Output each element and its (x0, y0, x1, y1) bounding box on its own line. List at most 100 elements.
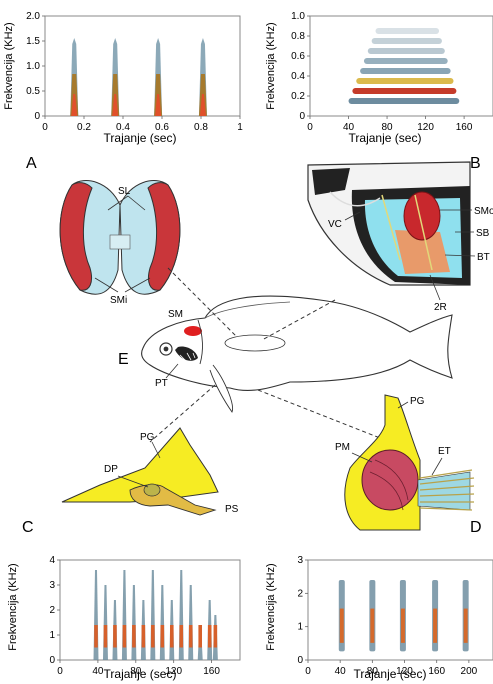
bl-pulse (188, 585, 193, 660)
tr-xlabel: Trajanje (sec) (349, 131, 422, 145)
tr-harmonic-band (356, 78, 453, 84)
panel-letter-c: C (22, 519, 34, 536)
tr-harmonic-band (368, 48, 445, 54)
br-ytick-label: 2 (297, 588, 303, 599)
br-yticks: 0 1 2 3 (297, 555, 308, 666)
bl-ytick-label: 2 (49, 605, 55, 616)
bl-ytick-label: 1 (49, 630, 55, 641)
label-pt: PT (155, 378, 168, 389)
tr-ytick-label: 0.4 (291, 71, 305, 82)
tl-ytick-label: 1.5 (26, 36, 40, 47)
tr-harmonic-band (349, 98, 460, 104)
tr-ylabel: Frekvencija (KHz) (265, 22, 277, 109)
br-ytick-label: 0 (297, 655, 303, 666)
tr-ytick-label: 0.2 (291, 91, 305, 102)
bl-pulse-core (189, 625, 193, 648)
bl-pulse-core (113, 625, 117, 648)
tl-pulses (70, 38, 207, 116)
bl-ytick-label: 4 (49, 555, 55, 566)
tr-xtick-label: 160 (456, 122, 473, 133)
label-bt: BT (477, 252, 490, 263)
bl-xtick-label: 0 (57, 666, 63, 677)
label-smo: SMo (474, 206, 493, 217)
tr-harmonic-band (360, 68, 451, 74)
tr-xtick-label: 0 (307, 122, 313, 133)
br-pulse-core (464, 609, 468, 643)
label-dp: DP (104, 464, 118, 475)
tr-harmonic-band (375, 28, 439, 34)
bl-yticks: 0 1 2 3 4 (49, 555, 60, 666)
label-ps: PS (225, 504, 239, 515)
tr-harmonics (349, 28, 460, 104)
bl-pulses (94, 570, 218, 660)
label-pm: PM (335, 442, 350, 453)
panel-letter-b: B (470, 155, 481, 172)
panel-letter-a: A (26, 155, 37, 172)
bl-pulse-core (94, 625, 98, 648)
tl-ytick-label: 0.5 (26, 86, 40, 97)
bl-axes (60, 560, 240, 660)
br-pulse-core (433, 609, 437, 643)
label-sb: SB (476, 228, 490, 239)
bl-xtick-label: 160 (203, 666, 220, 677)
br-xtick-label: 160 (428, 666, 445, 677)
bl-pulse-core (123, 625, 127, 648)
bl-pulse-core (198, 625, 202, 648)
tr-ytick-label: 0.8 (291, 31, 305, 42)
tl-ylabel: Frekvencija (KHz) (3, 22, 15, 109)
swim-bladder-illustration (60, 181, 180, 295)
label-pg-d: PG (410, 396, 425, 407)
label-sm: SM (168, 309, 183, 320)
bl-pulse-core (151, 625, 155, 648)
tr-harmonic-band (364, 58, 448, 64)
br-ytick-label: 3 (297, 555, 303, 566)
bl-pulse (131, 585, 136, 660)
tr-yticks: 0 0.2 0.4 0.6 0.8 1.0 (291, 11, 310, 122)
bl-pulse-core (132, 625, 136, 648)
tl-ytick-label: 2.0 (26, 11, 40, 22)
bl-xtick-label: 40 (92, 666, 104, 677)
tl-xtick-label: 0.8 (194, 122, 208, 133)
bl-pulse-core (161, 625, 165, 648)
br-ylabel: Frekvencija (KHz) (265, 563, 277, 650)
bl-ytick-label: 3 (49, 580, 55, 591)
tr-ytick-label: 0.6 (291, 51, 305, 62)
tr-ytick-label: 0 (299, 111, 305, 122)
tl-ytick-label: 0 (34, 111, 40, 122)
label-et: ET (438, 446, 451, 457)
br-ytick-label: 1 (297, 622, 303, 633)
tr-harmonic-band (352, 88, 456, 94)
tl-xlabel: Trajanje (sec) (104, 131, 177, 145)
label-pg-c: PG (140, 432, 155, 443)
br-xlabel: Trajanje (sec) (354, 667, 427, 681)
panel-letter-e: E (118, 351, 129, 368)
panel-letter-d: D (470, 519, 482, 536)
bl-pulse-core (179, 625, 183, 648)
label-vc: VC (328, 219, 342, 230)
tl-xtick-label: 1 (237, 122, 243, 133)
tr-ytick-label: 1.0 (291, 11, 305, 22)
br-xtick-label: 0 (305, 666, 311, 677)
fish-outline-illustration (142, 296, 452, 412)
spectrogram-bottom-right: 0123 04080120160200 Trajanje (sec) Frekv… (250, 545, 493, 684)
bl-pulse-core (214, 625, 218, 648)
tl-yticks: 00.51.01.52.0 (26, 11, 45, 122)
br-pulse-core (370, 609, 374, 643)
bl-pulse-core (170, 625, 174, 648)
bl-ytick-label: 0 (49, 655, 55, 666)
anatomy-diagram: A B E C D SL SMi VC SMo SB BT 2R (0, 150, 493, 545)
br-xtick-label: 40 (335, 666, 347, 677)
br-pulses (339, 580, 469, 651)
br-pulse-core (340, 609, 344, 643)
bl-ylabel: Frekvencija (KHz) (7, 563, 19, 650)
muscle-illustration (345, 395, 474, 530)
label-sl: SL (118, 186, 131, 197)
bl-pulse (103, 585, 108, 660)
bl-pulse-core (208, 625, 212, 648)
bl-pulse (160, 585, 165, 660)
br-pulse-core (401, 609, 405, 643)
tr-harmonic-band (372, 38, 442, 44)
tl-xtick-label: 0 (42, 122, 48, 133)
